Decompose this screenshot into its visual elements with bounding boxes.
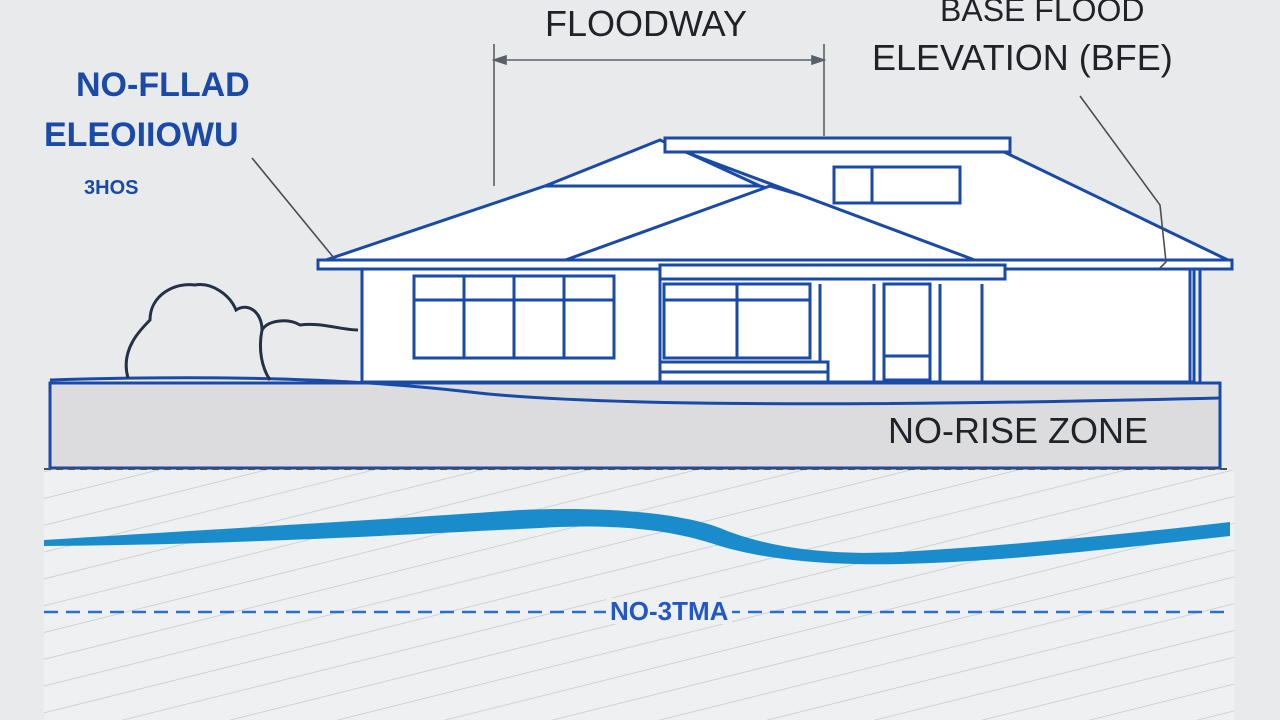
bottom-level-label: NO-3TMA [606, 598, 733, 624]
ground-surface-line [49, 376, 1221, 406]
tree-bush-lower [258, 329, 272, 381]
dimension-arrow [491, 44, 827, 186]
floodway-label: FLOODWAY [545, 3, 748, 44]
tree-bush-icon [124, 283, 359, 379]
river-stream [44, 509, 1230, 565]
left-label-line2: ELEOIIOWU [44, 116, 239, 154]
house-illustration [316, 136, 1234, 384]
bfe-leader-line [1079, 95, 1167, 269]
water-hatch [44, 470, 1234, 720]
left-label-line3: 3HOS [84, 177, 139, 199]
bfe-label-line2: ELEVATION (BFE) [872, 37, 1173, 78]
no-rise-zone-label: NO-RISE ZONE [888, 410, 1149, 451]
left-label-line1: NO-FLLAD [76, 66, 250, 104]
bfe-label-line1: BASE FLOOD [940, 0, 1145, 28]
left-leader-line [251, 157, 335, 259]
